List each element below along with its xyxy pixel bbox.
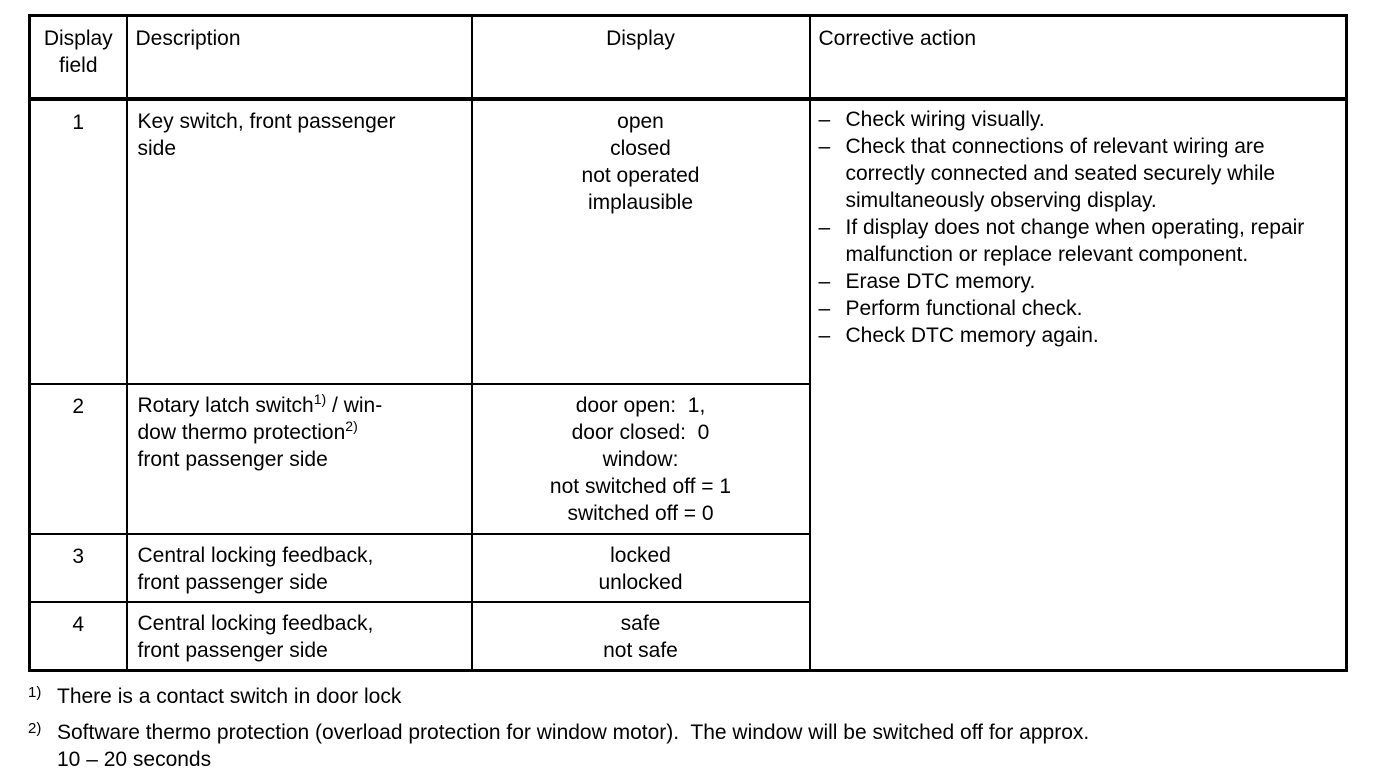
display-field-number: 2: [28, 383, 128, 535]
corrective-action-text: If display does not change when operatin…: [845, 216, 1305, 266]
corrective-action-cell: – Check wiring visually. – Check that co…: [808, 98, 1348, 671]
display-field-number: 3: [28, 533, 128, 603]
description-cell: Central locking feedback, front passenge…: [125, 601, 473, 671]
description-line: Central locking feedback,: [137, 544, 374, 567]
diagnostic-table: Display field Description Display Correc…: [28, 14, 1348, 672]
display-value: window:: [602, 448, 679, 471]
display-value: safe: [620, 612, 661, 635]
description-line: side: [137, 137, 177, 160]
description-line: front passenger side: [137, 448, 328, 471]
corrective-action-item: – If display does not change when operat…: [817, 214, 1336, 268]
footnote-ref-1: 1): [313, 391, 327, 407]
table-row: 1 Key switch, front passenger side open …: [28, 98, 1348, 671]
display-values-cell: locked unlocked: [470, 533, 811, 603]
display-value: closed: [610, 137, 671, 160]
display-field-number: 1: [28, 98, 128, 385]
column-header-description: Description: [125, 14, 473, 101]
dash-bullet: –: [818, 324, 831, 347]
description-cell: Central locking feedback, front passenge…: [125, 533, 473, 603]
display-value: open: [617, 110, 664, 133]
footnote-marker-text: 2): [28, 719, 42, 737]
description-line: dow thermo protection2): [138, 419, 463, 446]
corrective-action-item: – Check that connections of relevant wir…: [817, 133, 1336, 214]
description-line: front passenger side: [137, 639, 328, 662]
footnote-marker-text: 1): [28, 683, 42, 701]
corrective-action-item: – Check wiring visually.: [817, 106, 1336, 133]
display-value: not switched off = 1: [549, 475, 732, 498]
display-values-cell: door open: 1, door closed: 0 window: not…: [470, 383, 811, 535]
corrective-action-text: Check that connections of relevant wirin…: [845, 135, 1276, 212]
footnote-text-line: Software thermo protection (overload pro…: [57, 720, 1090, 744]
column-header-display-field: Display field: [28, 14, 128, 101]
description-line: front passenger side: [137, 571, 328, 594]
column-header-corrective-action: Corrective action: [808, 14, 1348, 101]
description-cell: Rotary latch switch1) / win- dow thermo …: [125, 383, 473, 535]
corrective-action-text: Check wiring visually.: [845, 108, 1045, 131]
footnote-text: There is a contact switch in door lock: [57, 684, 402, 708]
description-line: Rotary latch switch1) / win-: [138, 392, 463, 419]
corrective-action-text: Erase DTC memory.: [845, 270, 1036, 293]
display-value: locked: [610, 544, 671, 567]
table-header-row: Display field Description Display Correc…: [28, 14, 1348, 101]
corrective-action-item: – Perform functional check.: [817, 295, 1336, 322]
table-row: 2 Rotary latch switch1) / win- dow therm…: [28, 383, 1347, 535]
dash-bullet: –: [818, 297, 831, 320]
dash-bullet: –: [818, 135, 831, 158]
description-line: Central locking feedback,: [137, 612, 374, 635]
corrective-action-item: – Erase DTC memory.: [817, 268, 1336, 295]
table-row: 4 Central locking feedback, front passen…: [28, 601, 1347, 671]
description-text: dow thermo protection: [137, 421, 346, 444]
display-value: implausible: [587, 191, 694, 214]
display-value: not safe: [603, 639, 678, 662]
display-value: door closed: 0: [571, 421, 710, 444]
description-text: / win-: [326, 394, 383, 417]
display-value: door open: 1,: [575, 394, 706, 417]
column-header-display: Display: [470, 14, 811, 101]
footnote-2: 2) Software thermo protection (overload …: [28, 719, 1358, 773]
footnote-text: Software thermo protection (overload pro…: [57, 719, 1358, 773]
display-values-cell: open closed not operated implausible: [470, 98, 811, 385]
corrective-action-text: Perform functional check.: [845, 297, 1083, 320]
dash-bullet: –: [818, 270, 831, 293]
footnote-marker: 1): [28, 683, 57, 710]
display-value: unlocked: [598, 571, 683, 594]
table-row: 3 Central locking feedback, front passen…: [28, 533, 1347, 603]
description-text: Rotary latch switch: [137, 394, 314, 417]
display-field-number: 4: [28, 601, 128, 671]
footnote-text-line: 10 – 20 seconds: [57, 747, 212, 771]
display-value: not operated: [581, 164, 700, 187]
footnote-1: 1) There is a contact switch in door loc…: [28, 683, 1358, 710]
corrective-action-item: – Check DTC memory again.: [817, 322, 1336, 349]
footnotes-section: 1) There is a contact switch in door loc…: [28, 683, 1358, 773]
corrective-action-text: Check DTC memory again.: [845, 324, 1099, 347]
footnote-ref-2: 2): [345, 418, 358, 434]
dash-bullet: –: [818, 108, 831, 131]
dash-bullet: –: [818, 216, 831, 239]
description-cell: Key switch, front passenger side: [125, 98, 473, 385]
display-values-cell: safe not safe: [470, 601, 811, 671]
footnote-marker: 2): [28, 719, 57, 773]
description-line: Key switch, front passenger: [137, 110, 396, 133]
display-value: switched off = 0: [567, 502, 714, 525]
